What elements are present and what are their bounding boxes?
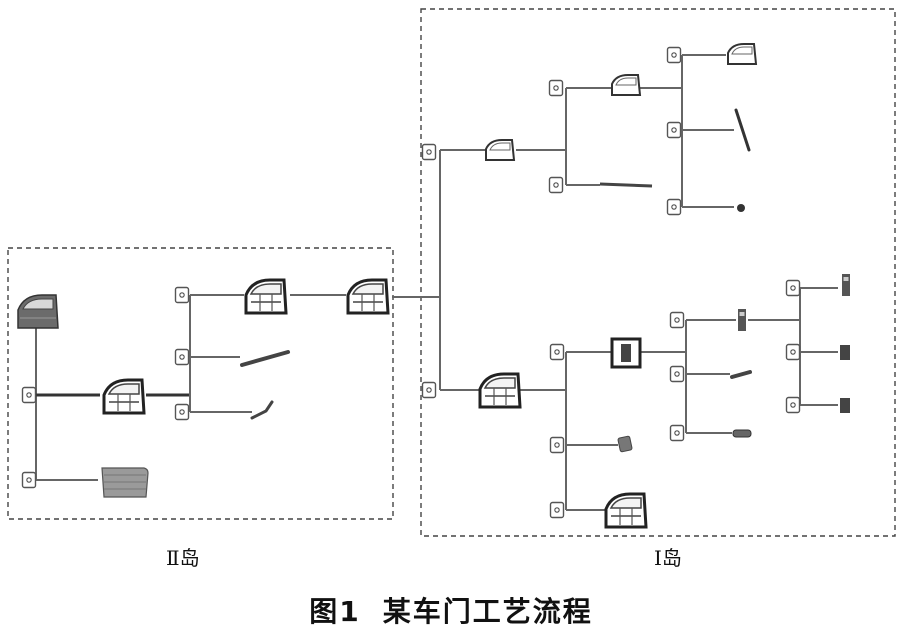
station-node <box>666 198 682 216</box>
station-node <box>548 79 564 97</box>
hook-part-icon <box>250 400 274 420</box>
island-1-parts <box>478 43 850 529</box>
station-node <box>785 343 801 361</box>
inner-panel-icon <box>101 467 149 498</box>
station-node <box>174 403 190 421</box>
station-node <box>785 279 801 297</box>
rod-part-icon <box>734 108 751 152</box>
bar-part-icon <box>240 350 290 367</box>
station-node <box>421 143 437 161</box>
station-node <box>21 386 37 404</box>
station-node <box>549 501 565 519</box>
hinge-part-icon <box>840 398 850 413</box>
station-node <box>669 311 685 329</box>
station-node <box>21 471 37 489</box>
station-node <box>421 381 437 399</box>
station-node <box>549 343 565 361</box>
door-assembly-icon <box>102 378 146 415</box>
door-panel-icon <box>17 294 59 329</box>
station-node <box>548 176 564 194</box>
station-node <box>669 424 685 442</box>
door-frame-icon <box>727 43 757 65</box>
process-flow-diagram <box>7 8 896 537</box>
station-node <box>549 436 565 454</box>
station-node <box>669 365 685 383</box>
figure-title: 某车门工艺流程 <box>382 595 593 628</box>
island-2-label: Ⅱ岛 <box>166 546 200 570</box>
rail-part-icon <box>599 182 653 188</box>
station-node <box>666 121 682 139</box>
door-assembly-icon <box>346 278 390 315</box>
hinge-part-icon <box>842 274 850 296</box>
small-part-icon <box>737 204 745 212</box>
latch-part-icon <box>732 429 752 438</box>
figure-caption: 图1 某车门工艺流程 <box>0 590 902 630</box>
flow-connectors <box>35 54 838 511</box>
bracket-part-icon <box>738 309 746 331</box>
hinge-part-icon <box>840 345 850 360</box>
figure-number: 图1 <box>309 595 361 628</box>
island-1-label: Ⅰ岛 <box>654 546 682 570</box>
frame-part-icon <box>610 337 642 369</box>
station-node <box>785 396 801 414</box>
door-frame-icon <box>485 139 515 161</box>
station-node <box>174 348 190 366</box>
island-2-parts <box>17 278 390 498</box>
pin-part-icon <box>730 370 752 379</box>
island-1-boundary <box>420 8 896 537</box>
clip-part-icon <box>617 435 633 453</box>
door-frame-icon <box>611 74 641 96</box>
door-assembly-icon <box>478 372 522 409</box>
island-2-boundary <box>7 247 394 520</box>
station-node <box>666 46 682 64</box>
door-assembly-icon <box>604 492 648 529</box>
station-node <box>174 286 190 304</box>
door-assembly-icon <box>244 278 288 315</box>
